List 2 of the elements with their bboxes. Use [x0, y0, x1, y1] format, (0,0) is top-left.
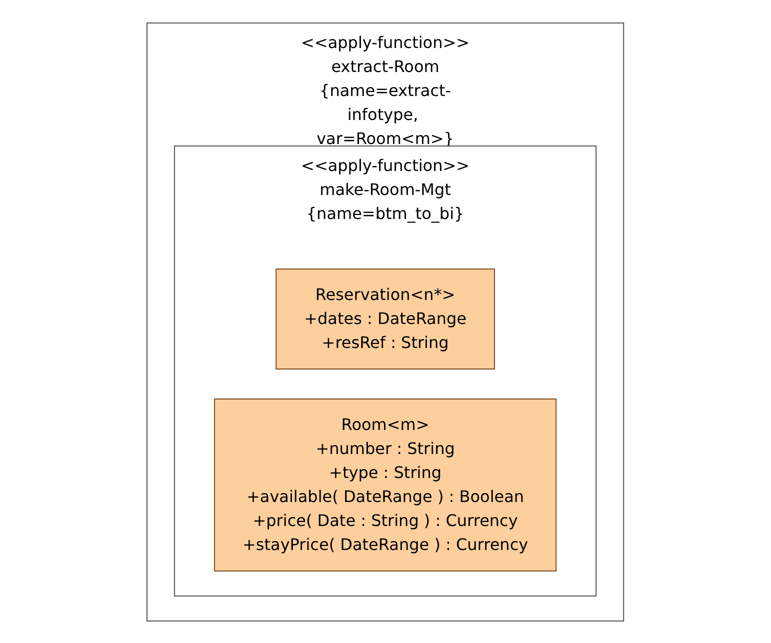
node-box: Reservation<n*> +dates : DateRange +resRef : String [276, 268, 496, 369]
node-box: Room<m> +number : String +type : String +available( DateRange ) : Boolean +price( Date : String ) : Currency +stayPrice( DateRange ) : Currency [214, 398, 557, 571]
